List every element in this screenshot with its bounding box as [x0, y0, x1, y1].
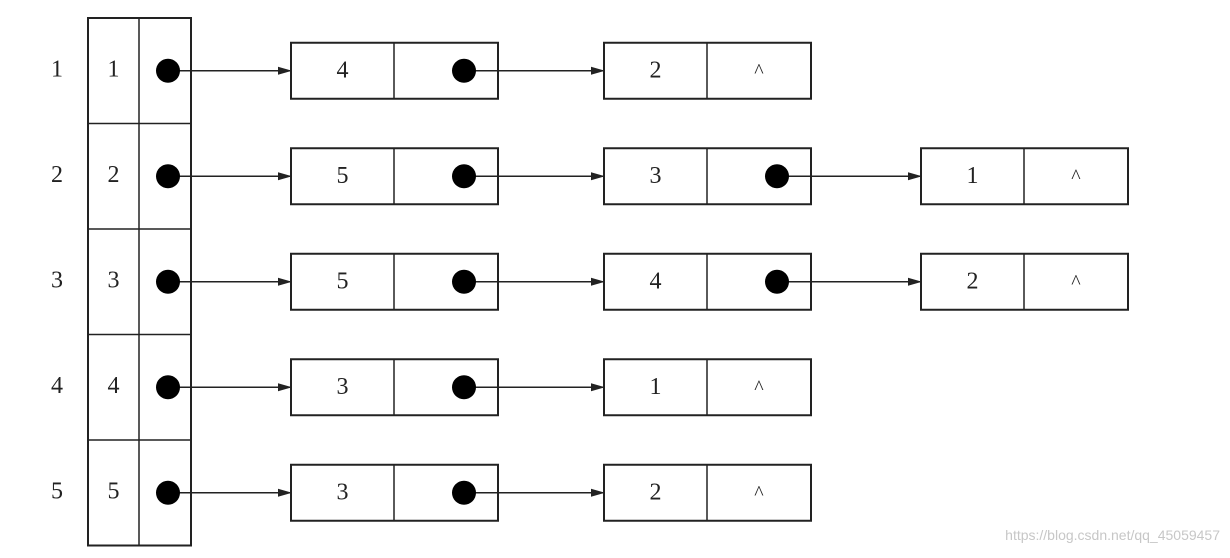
pointer-dot [156, 164, 180, 189]
pointer-dot [156, 480, 180, 505]
null-pointer-symbol: ^ [754, 60, 764, 82]
vertex-label: 1 [108, 56, 120, 82]
watermark-text: https://blog.csdn.net/qq_45059457 [1005, 527, 1220, 543]
list-node-value: 3 [337, 479, 349, 505]
list-node-value: 5 [337, 163, 349, 189]
null-pointer-symbol: ^ [1071, 271, 1081, 293]
row-index-label: 2 [51, 162, 63, 188]
next-pointer-dot [765, 269, 789, 294]
row-index-label: 3 [51, 267, 63, 293]
list-node-value: 5 [337, 268, 349, 294]
null-pointer-symbol: ^ [1071, 166, 1081, 188]
vertex-label: 4 [108, 373, 120, 399]
pointer-dot [156, 58, 180, 83]
next-pointer-dot [452, 375, 476, 400]
list-node-value: 2 [650, 57, 662, 83]
list-node-value: 1 [967, 163, 979, 189]
vertex-label: 5 [108, 478, 120, 504]
list-node-value: 4 [337, 57, 349, 83]
next-pointer-dot [452, 480, 476, 505]
vertex-label: 2 [108, 162, 120, 188]
vertex-label: 3 [108, 267, 120, 293]
list-node-value: 3 [650, 163, 662, 189]
pointer-dot [156, 375, 180, 400]
next-pointer-dot [765, 164, 789, 189]
list-node-value: 1 [650, 374, 662, 400]
row-index-label: 1 [51, 56, 63, 82]
row-index-label: 4 [51, 373, 63, 399]
list-node-value: 4 [650, 268, 662, 294]
null-pointer-symbol: ^ [754, 377, 764, 399]
pointer-dot [156, 269, 180, 294]
next-pointer-dot [452, 164, 476, 189]
list-node-value: 3 [337, 374, 349, 400]
null-pointer-symbol: ^ [754, 482, 764, 504]
row-index-label: 5 [51, 478, 63, 504]
list-node-value: 2 [650, 479, 662, 505]
next-pointer-dot [452, 269, 476, 294]
next-pointer-dot [452, 58, 476, 83]
list-node-value: 2 [967, 268, 979, 294]
